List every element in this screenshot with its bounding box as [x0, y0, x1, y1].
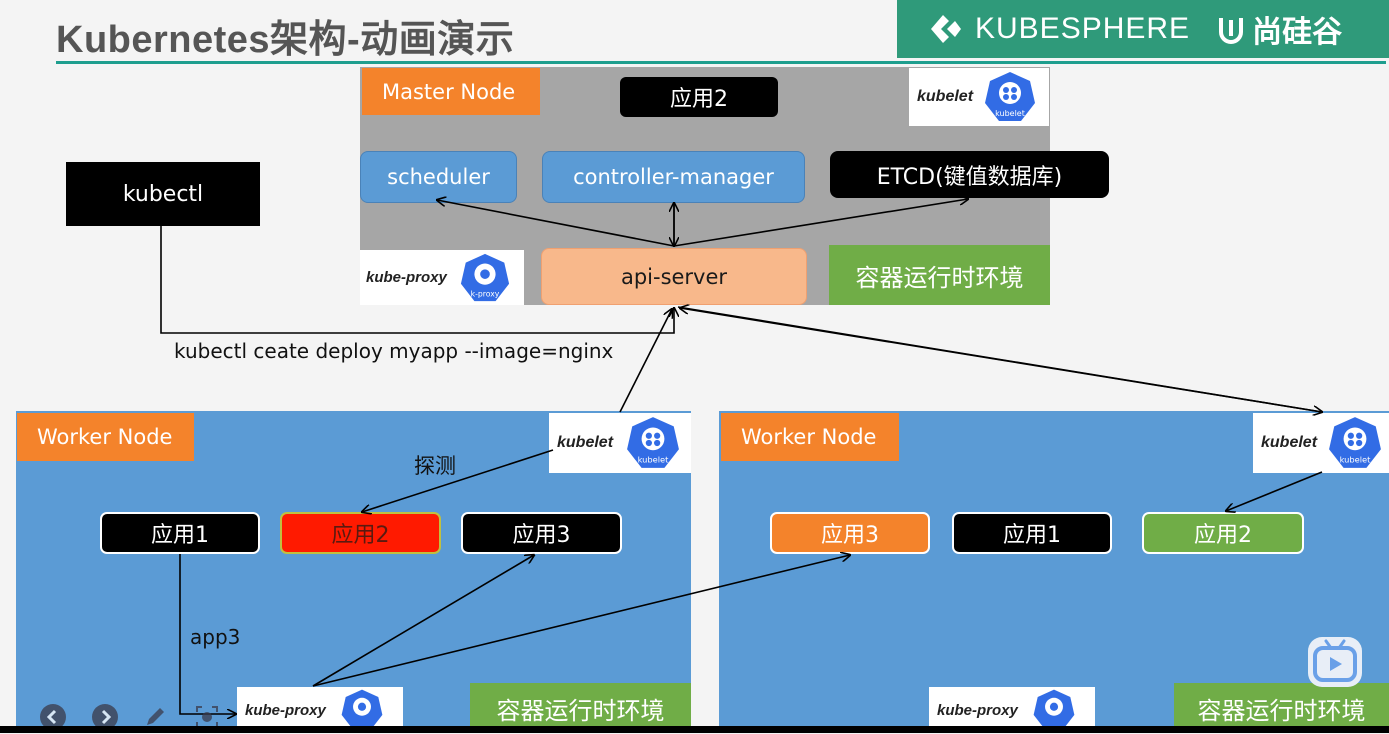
worker-node-2-tag: Worker Node	[721, 413, 899, 461]
chevron-left-icon	[46, 709, 57, 725]
kube-proxy-icon	[341, 689, 383, 730]
bilibili-play-button[interactable]	[1308, 637, 1362, 687]
arrow-app1-to-kube-proxy	[179, 554, 236, 714]
worker2-kubelet-label: kubelet	[1261, 434, 1318, 451]
master-runtime-box: 容器运行时环境	[829, 245, 1050, 305]
worker1-app1: 应用1	[100, 512, 260, 554]
pencil-icon	[147, 708, 164, 725]
controller-manager-box: controller-manager	[542, 151, 805, 203]
worker1-kubelet-label: kubelet	[557, 434, 614, 451]
scheduler-box: scheduler	[360, 151, 517, 203]
api-server-box: api-server	[541, 248, 807, 305]
svg-text:k-proxy: k-proxy	[471, 289, 500, 298]
worker1-kube-proxy-label: kube-proxy	[245, 701, 326, 719]
pen-tool-button[interactable]	[142, 704, 168, 730]
arrow-kubelet1-to-api	[619, 309, 672, 413]
master-kubelet-label: kubelet	[917, 88, 974, 105]
kubelet-icon: kubelet	[627, 417, 679, 468]
etcd-box: ETCD(键值数据库)	[830, 151, 1109, 198]
arrow-kubelet2-to-api	[680, 308, 1323, 413]
atguigu-wordmark: 尚硅谷	[1252, 15, 1343, 50]
master-app2-box: 应用2	[620, 77, 778, 117]
master-kubelet-card: kubelet kubelet	[909, 68, 1049, 126]
arrow-proxy-to-remote-app3	[312, 555, 850, 687]
bilibili-tv-icon	[1313, 639, 1357, 682]
svg-text:kubelet: kubelet	[638, 455, 670, 465]
player-bottom-bar	[0, 726, 1389, 733]
kubelet-icon: kubelet	[1329, 417, 1381, 468]
worker2-app2: 应用2	[1142, 512, 1304, 554]
worker2-kube-proxy-label: kube-proxy	[937, 701, 1018, 719]
svg-text:kubelet: kubelet	[995, 109, 1025, 118]
kubelet-icon: kubelet	[985, 72, 1036, 121]
arrow-kubelet2-to-app2	[1226, 471, 1323, 511]
probe-label: 探测	[414, 454, 456, 478]
chevron-right-icon	[101, 709, 112, 725]
worker1-kubelet-card: kubelet kubelet	[549, 413, 691, 473]
arrow-proxy-to-app3	[312, 555, 534, 687]
svg-text:kubelet: kubelet	[1340, 455, 1372, 465]
kube-proxy-icon: k-proxy	[460, 253, 509, 301]
kubesphere-wordmark: KUBESPHERE	[975, 12, 1191, 45]
focus-icon	[196, 706, 218, 728]
arrow-api-to-scheduler	[437, 200, 675, 247]
prev-slide-button[interactable]	[40, 704, 66, 730]
app3-label: app3	[190, 625, 241, 649]
worker2-app3: 应用3	[770, 512, 930, 554]
kubectl-box: kubectl	[66, 162, 260, 226]
kube-proxy-icon	[1033, 689, 1075, 730]
kubesphere-logo-icon	[931, 15, 961, 43]
worker1-runtime-box: 容器运行时环境	[470, 683, 691, 733]
worker2-runtime-box: 容器运行时环境	[1174, 683, 1389, 733]
worker2-kubelet-card: kubelet kubelet	[1253, 413, 1389, 473]
focus-tool-button[interactable]	[194, 704, 220, 730]
master-kube-proxy-label: kube-proxy	[366, 269, 447, 286]
arrow-kubectl-to-api	[160, 226, 674, 334]
worker-node-1-tag: Worker Node	[17, 413, 194, 461]
page-title: Kubernetes架构-动画演示	[56, 19, 515, 61]
arrow-probe-to-app2	[362, 449, 554, 512]
master-node-tag: Master Node	[362, 68, 540, 115]
worker2-kube-proxy-card: kube-proxy	[929, 687, 1095, 733]
worker1-app2: 应用2	[280, 512, 441, 554]
worker1-app3: 应用3	[461, 512, 622, 554]
master-kube-proxy-card: kube-proxy k-proxy	[360, 250, 524, 305]
atguigu-logo-icon	[1219, 18, 1244, 44]
arrow-api-to-etcd	[673, 199, 968, 247]
kubectl-command-text: kubectl ceate deploy myapp --image=nginx	[174, 339, 614, 363]
title-underline	[56, 61, 1386, 64]
next-slide-button[interactable]	[92, 704, 118, 730]
brand-banner: KUBESPHERE 尚硅谷	[897, 0, 1389, 58]
worker1-kube-proxy-card: kube-proxy	[237, 687, 403, 733]
worker2-app1: 应用1	[952, 512, 1112, 554]
